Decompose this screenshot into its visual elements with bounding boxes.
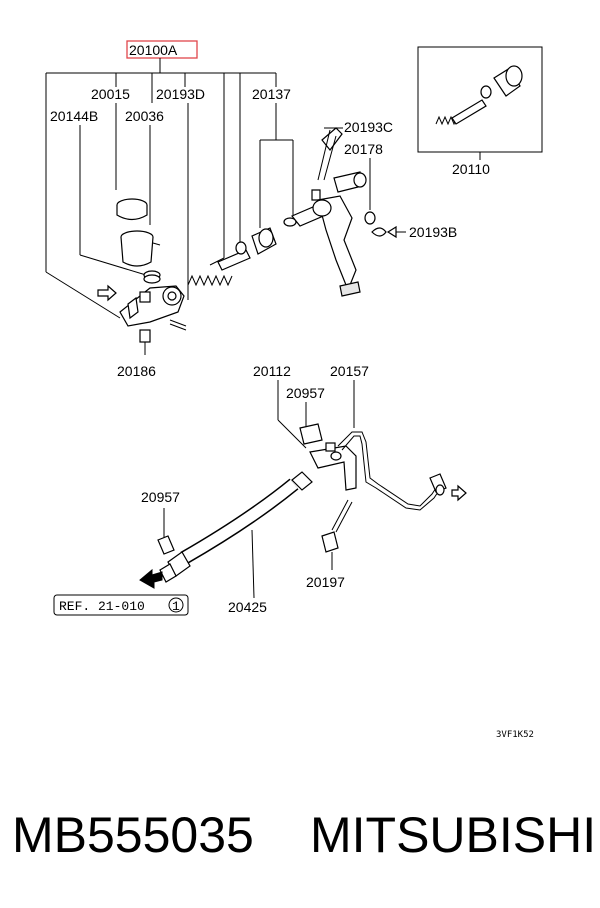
drawing-code: 3VF1K52 [496, 730, 534, 740]
caption: MB555035 MITSUBISHI [0, 800, 600, 880]
callout-20193D[interactable]: 20193D [156, 86, 205, 102]
callout-20197[interactable]: 20197 [306, 574, 345, 590]
callout-20957-top[interactable]: 20957 [286, 385, 325, 401]
callout-20957-left[interactable]: 20957 [141, 489, 180, 505]
kit-box [417, 46, 543, 153]
manufacturer: MITSUBISHI [310, 807, 597, 863]
callout-20193C[interactable]: 20193C [344, 119, 393, 135]
callout-20112[interactable]: 20112 [253, 363, 291, 379]
highlight-box [126, 40, 198, 59]
reference-label[interactable]: REF. 21-010 [59, 599, 145, 614]
reference-index: 1 [172, 599, 180, 614]
callout-20425[interactable]: 20425 [228, 599, 267, 615]
callout-20036[interactable]: 20036 [125, 108, 164, 124]
callout-20186[interactable]: 20186 [117, 363, 156, 379]
callout-20157[interactable]: 20157 [330, 363, 369, 379]
callout-20100A[interactable]: 20100A [129, 42, 178, 58]
callout-20144B[interactable]: 20144B [50, 108, 98, 124]
callout-20015[interactable]: 20015 [91, 86, 130, 102]
part-number: MB555035 [12, 807, 254, 863]
reference-box [53, 594, 189, 616]
callout-20193B[interactable]: 20193B [409, 224, 457, 240]
callout-20178[interactable]: 20178 [344, 141, 383, 157]
callout-20110[interactable]: 20110 [452, 161, 490, 177]
callout-20137[interactable]: 20137 [252, 86, 291, 102]
